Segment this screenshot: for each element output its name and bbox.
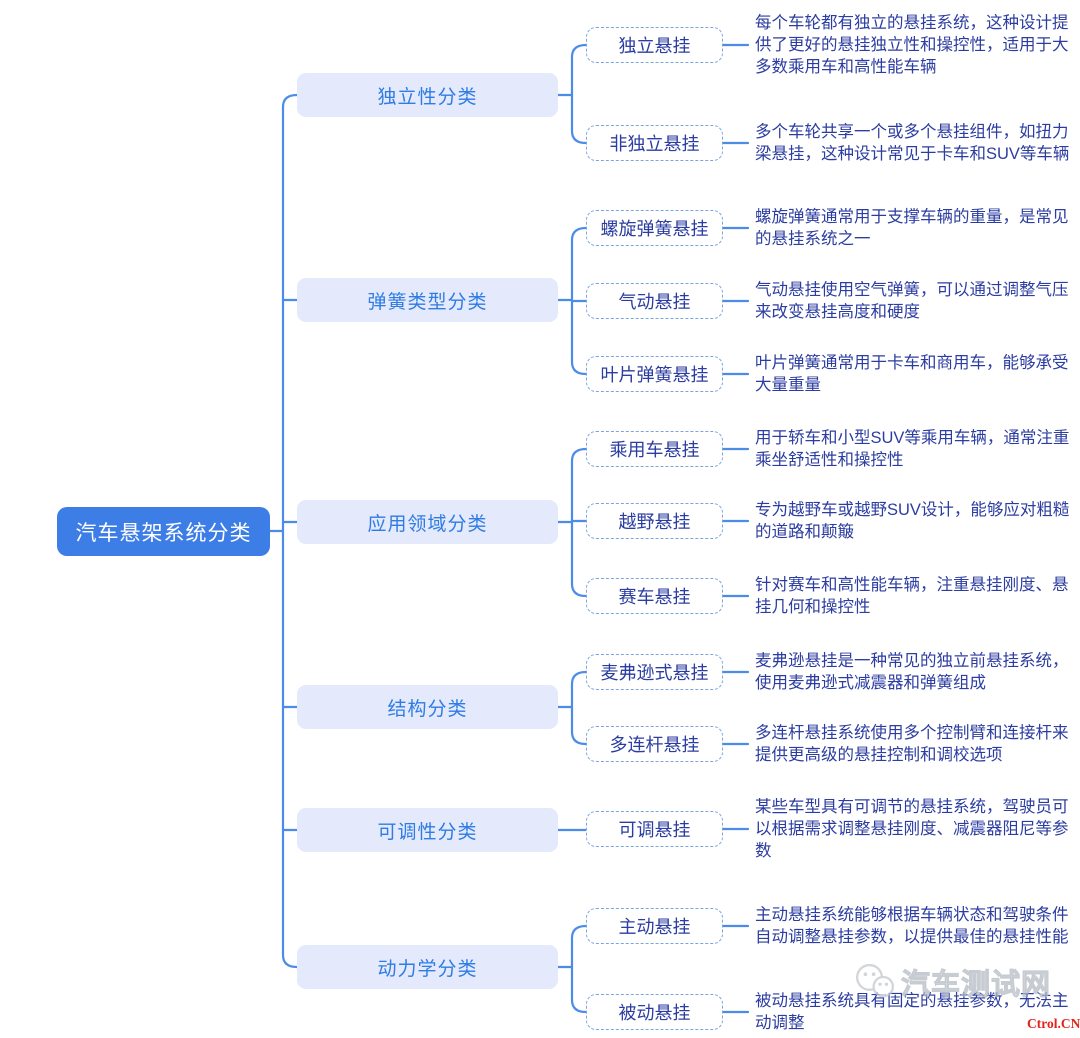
- child-node-multilink[interactable]: 多连杆悬挂: [586, 726, 723, 762]
- desc-offroad[interactable]: 专为越野车或越野SUV设计，能够应对粗糙的道路和颠簸: [755, 501, 1070, 541]
- branch-node-structure[interactable]: 结构分类: [297, 685, 558, 729]
- desc-passive[interactable]: 被动悬挂系统具有固定的悬挂参数，无法主动调整: [755, 992, 1069, 1032]
- child-node-air-suspension[interactable]: 气动悬挂: [586, 283, 723, 319]
- description-connectors: [721, 43, 750, 1014]
- desc-independent[interactable]: 每个车轮都有独立的悬挂系统，这种设计提供了更好的悬挂独立性和操控性，适用于大多数…: [755, 14, 1069, 76]
- root-node[interactable]: 汽车悬架系统分类: [57, 507, 270, 556]
- desc-non-independent[interactable]: 多个车轮共享一个或多个悬挂组件，如扭力梁悬挂，这种设计常见于卡车和SUV等车辆: [755, 123, 1070, 163]
- child-node-offroad[interactable]: 越野悬挂: [586, 503, 723, 539]
- child-node-active[interactable]: 主动悬挂: [586, 908, 723, 944]
- desc-air-suspension[interactable]: 气动悬挂使用空气弹簧，可以通过调整气压来改变悬挂高度和硬度: [755, 281, 1069, 321]
- branch-node-spring-type[interactable]: 弹簧类型分类: [297, 278, 558, 322]
- desc-leaf-spring[interactable]: 叶片弹簧通常用于卡车和商用车，能够承受大量重量: [755, 354, 1069, 394]
- child-node-macpherson[interactable]: 麦弗逊式悬挂: [586, 654, 723, 690]
- child-node-adjustable[interactable]: 可调悬挂: [586, 811, 723, 847]
- branch-node-application[interactable]: 应用领域分类: [297, 500, 558, 544]
- desc-adjustable[interactable]: 某些车型具有可调节的悬挂系统，驾驶员可以根据需求调整悬挂刚度、减震器阻尼等参数: [755, 798, 1069, 860]
- child-node-leaf-spring[interactable]: 叶片弹簧悬挂: [586, 356, 723, 392]
- branch-connectors: [556, 43, 588, 1014]
- root-connector: [268, 93, 299, 969]
- child-node-non-independent[interactable]: 非独立悬挂: [586, 125, 723, 161]
- branch-node-adjustability[interactable]: 可调性分类: [297, 808, 558, 852]
- desc-active[interactable]: 主动悬挂系统能够根据车辆状态和驾驶条件自动调整悬挂参数，以提供最佳的悬挂性能: [755, 906, 1069, 946]
- child-node-independent[interactable]: 独立悬挂: [586, 27, 723, 63]
- desc-coil-spring[interactable]: 螺旋弹簧通常用于支撑车辆的重量，是常见的悬挂系统之一: [755, 208, 1069, 248]
- branch-node-dynamics[interactable]: 动力学分类: [297, 945, 558, 989]
- site-credit: Ctrol.CN: [1027, 1016, 1080, 1031]
- child-node-coil-spring[interactable]: 螺旋弹簧悬挂: [586, 210, 723, 246]
- child-node-passive[interactable]: 被动悬挂: [586, 994, 723, 1030]
- desc-racing[interactable]: 针对赛车和高性能车辆，注重悬挂刚度、悬挂几何和操控性: [755, 576, 1069, 616]
- desc-macpherson[interactable]: 麦弗逊悬挂是一种常见的独立前悬挂系统，使用麦弗逊式减震器和弹簧组成: [755, 652, 1069, 692]
- branch-node-independence[interactable]: 独立性分类: [297, 73, 558, 117]
- desc-multilink[interactable]: 多连杆悬挂系统使用多个控制臂和连接杆来提供更高级的悬挂控制和调校选项: [755, 724, 1069, 764]
- desc-passenger-car[interactable]: 用于轿车和小型SUV等乘用车辆，通常注重乘坐舒适性和操控性: [755, 429, 1070, 469]
- child-node-passenger-car[interactable]: 乘用车悬挂: [586, 431, 723, 467]
- child-node-racing[interactable]: 赛车悬挂: [586, 578, 723, 614]
